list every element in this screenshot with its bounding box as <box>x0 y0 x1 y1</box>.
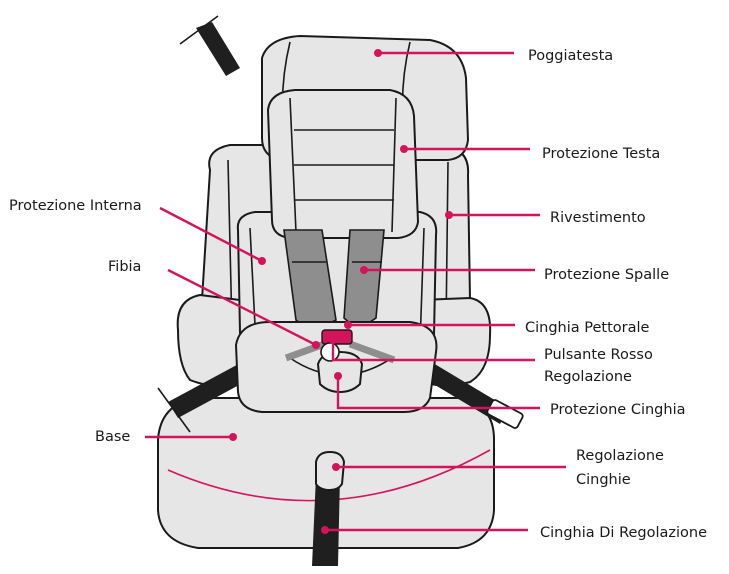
harness-strap-left <box>284 338 332 362</box>
dot-regolazione-cinghie <box>332 463 340 471</box>
chest-clip <box>321 329 353 345</box>
label-cinghia-di-regolazione: Cinghia Di Regolazione <box>540 525 707 541</box>
dot-protezione-cinghia <box>334 372 342 380</box>
label-base: Base <box>95 429 130 445</box>
dot-cinghia-pettorale <box>344 321 352 329</box>
label-protezione-spalle: Protezione Spalle <box>544 267 669 283</box>
dot-fibia <box>312 341 320 349</box>
harness-strap-right <box>348 340 396 364</box>
label-cinghia-pettorale: Cinghia Pettorale <box>525 320 650 336</box>
adjustment-cover <box>315 451 345 491</box>
leader-fibia <box>167 268 317 347</box>
dot-rivestimento <box>445 211 453 219</box>
dot-base <box>229 433 237 441</box>
car-seat-illustration <box>157 15 524 566</box>
adjustment-strap <box>312 476 340 566</box>
leader-protezione-cinghia <box>336 376 540 410</box>
label-poggiatesta: Poggiatesta <box>528 48 613 64</box>
dot-poggiatesta <box>374 49 382 57</box>
leader-protezione-interna <box>159 206 263 263</box>
label-regolazione-cinghie-line1: Regolazione <box>576 448 664 464</box>
labels: Poggiatesta Protezione Testa Rivestiment… <box>9 48 707 541</box>
dot-protezione-testa <box>400 145 408 153</box>
head-protection-pad <box>267 89 419 239</box>
dot-cinghia-di-regolazione <box>321 526 329 534</box>
label-regolazione-cinghie-line2: Cinghie <box>576 472 631 488</box>
label-protezione-interna: Protezione Interna <box>9 198 142 214</box>
dot-protezione-interna <box>258 257 266 265</box>
leader-pulsante-rosso <box>331 340 535 362</box>
label-pulsante-rosso-line1: Pulsante Rosso <box>544 347 653 363</box>
label-pulsante-rosso-line2: Regolazione <box>544 369 632 385</box>
label-protezione-cinghia: Protezione Cinghia <box>550 402 686 418</box>
dot-pulsante-rosso <box>329 336 337 344</box>
label-fibia: Fibia <box>108 259 141 275</box>
left-lap-belt <box>168 360 252 418</box>
top-belt-guide <box>179 15 240 76</box>
leader-lines <box>145 49 566 534</box>
label-rivestimento: Rivestimento <box>550 210 646 226</box>
buckle <box>320 342 340 362</box>
dot-protezione-spalle <box>360 266 368 274</box>
label-protezione-testa: Protezione Testa <box>542 146 660 162</box>
